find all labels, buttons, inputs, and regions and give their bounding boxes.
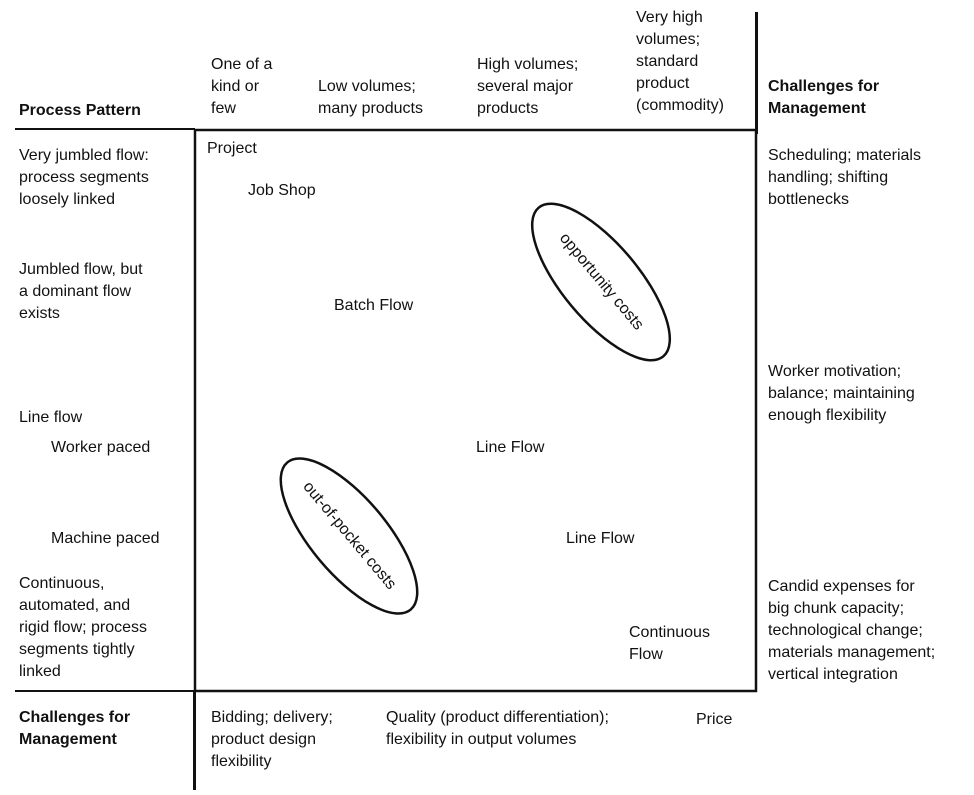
challenges-heading-bottom: Challenges for Management: [19, 709, 131, 748]
opportunity-costs-ellipse: [530, 202, 672, 362]
right-challenge-1: Scheduling; materials handling; shifting…: [768, 147, 921, 208]
row-label-machine-paced: Machine paced: [51, 530, 160, 547]
right-challenge-3: Candid expenses for big chunk capacity; …: [768, 578, 936, 683]
volume-column-1: One of a kind or few: [211, 56, 273, 117]
challenges-heading-right: Challenges for Management: [768, 78, 880, 117]
right-challenge-2: Worker motivation; balance; maintaining …: [768, 363, 915, 424]
bottom-challenge-1: Bidding; delivery; product design flexib…: [211, 709, 333, 770]
footer-separator: [15, 690, 195, 692]
matrix-batch-flow: Batch Flow: [334, 297, 414, 314]
volume-column-3: High volumes; several major products: [477, 56, 579, 117]
matrix-project: Project: [207, 140, 257, 157]
bottom-challenge-2: Quality (product differentiation); flexi…: [386, 709, 609, 748]
row-label-jumbled-dominant: Jumbled flow, but a dominant flow exists: [19, 261, 143, 322]
process-pattern-heading: Process Pattern: [19, 102, 141, 119]
matrix-job-shop: Job Shop: [248, 182, 316, 199]
out-of-pocket-costs-ellipse: [279, 457, 419, 615]
row-label-continuous: Continuous, automated, and rigid flow; p…: [19, 575, 148, 680]
bottom-axis-line: [193, 690, 196, 790]
matrix-continuous-flow: Continuous Flow: [629, 624, 710, 663]
bottom-challenge-3: Price: [696, 711, 733, 728]
row-label-line-flow: Line flow: [19, 409, 83, 426]
matrix-line-flow-1: Line Flow: [476, 439, 545, 456]
right-separator-line: [755, 12, 758, 134]
row-label-jumbled-loose: Very jumbled flow: process segments loos…: [19, 147, 149, 208]
volume-column-2: Low volumes; many products: [318, 78, 423, 117]
header-separator-left: [15, 128, 195, 130]
row-label-worker-paced: Worker paced: [51, 439, 151, 456]
matrix-box: [193, 128, 758, 693]
volume-column-4: Very high volumes; standard product (com…: [636, 9, 725, 114]
matrix-line-flow-2: Line Flow: [566, 530, 635, 547]
